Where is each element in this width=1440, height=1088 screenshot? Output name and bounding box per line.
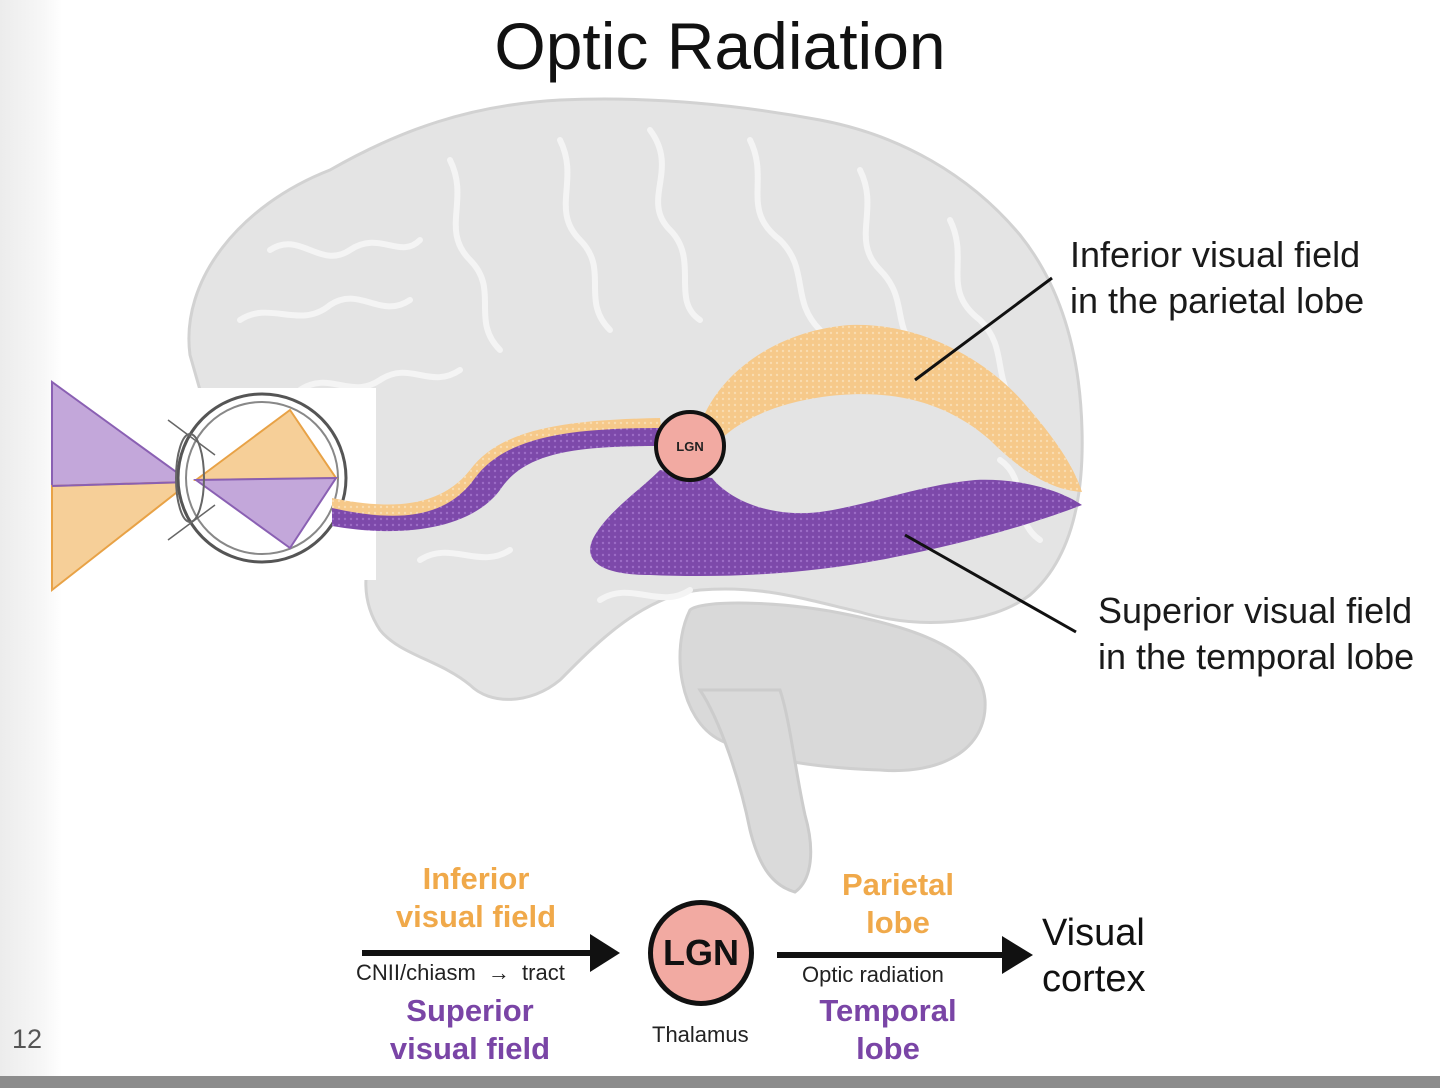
- superior-callout-line1: Superior visual field: [1098, 590, 1413, 631]
- inferior-leader-line: [914, 276, 1053, 382]
- flow-temporal-line2: lobe: [856, 1031, 920, 1066]
- inferior-callout-line2: in the parietal lobe: [1070, 280, 1365, 321]
- visual-cortex-line1: Visual: [1042, 912, 1145, 954]
- thalamus-label: Thalamus: [652, 1022, 749, 1047]
- gyri-lines: [237, 127, 1043, 603]
- superior-leader-line: [904, 533, 1077, 634]
- slide-title: Optic Radiation: [494, 9, 946, 83]
- flow-arrow-to-cortex: [777, 936, 1033, 974]
- flow-parietal-line1: Parietal: [841, 867, 954, 902]
- flow-parietal-line2: lobe: [866, 905, 930, 940]
- flow-inferior-field: Inferior visual field: [386, 860, 566, 936]
- flow-pathway-label: CNII/chiasm → tract: [356, 960, 565, 986]
- flow-temporal-line1: Temporal: [819, 993, 957, 1028]
- lgn-node-brain: [654, 410, 726, 482]
- lgn-node-brain-label: LGN: [676, 439, 703, 454]
- flow-superior-line1: Superior: [406, 993, 534, 1028]
- parietal-radiation-band: [700, 324, 1082, 492]
- bottom-scroll-bar: [0, 1076, 1440, 1088]
- inferior-callout-line1: Inferior visual field: [1070, 234, 1361, 275]
- optic-nerve-purple: [332, 428, 662, 532]
- flow-inferior-line1: Inferior: [422, 861, 530, 896]
- superior-callout-line2: in the temporal lobe: [1098, 636, 1415, 677]
- superior-field-callout: Superior visual field in the temporal lo…: [1098, 588, 1414, 680]
- temporal-radiation-band: [590, 470, 1082, 577]
- flow-arrow-to-lgn: [362, 934, 620, 972]
- visual-cortex-label: Visual cortex: [1042, 910, 1145, 1002]
- slide-number: 12: [12, 1024, 43, 1054]
- eyeball-icon: [167, 392, 348, 564]
- brainstem-icon: [697, 688, 813, 894]
- visual-field-icon: [51, 380, 194, 593]
- optic-radiation-label: Optic radiation: [802, 962, 944, 987]
- flow-temporal-lobe: Temporal lobe: [808, 992, 968, 1068]
- flow-parietal-lobe: Parietal lobe: [818, 866, 978, 942]
- flow-superior-field: Superior visual field: [380, 992, 560, 1068]
- flow-inferior-line2: visual field: [395, 899, 557, 934]
- pathway-right: tract: [522, 960, 565, 985]
- flow-superior-line2: visual field: [389, 1031, 551, 1066]
- pathway-arrow-icon: →: [487, 960, 510, 985]
- inferior-field-callout: Inferior visual field in the parietal lo…: [1070, 232, 1364, 324]
- visual-cortex-line2: cortex: [1042, 958, 1146, 1000]
- lgn-node: LGN: [648, 900, 754, 1006]
- pathway-left: CNII/chiasm: [356, 960, 476, 985]
